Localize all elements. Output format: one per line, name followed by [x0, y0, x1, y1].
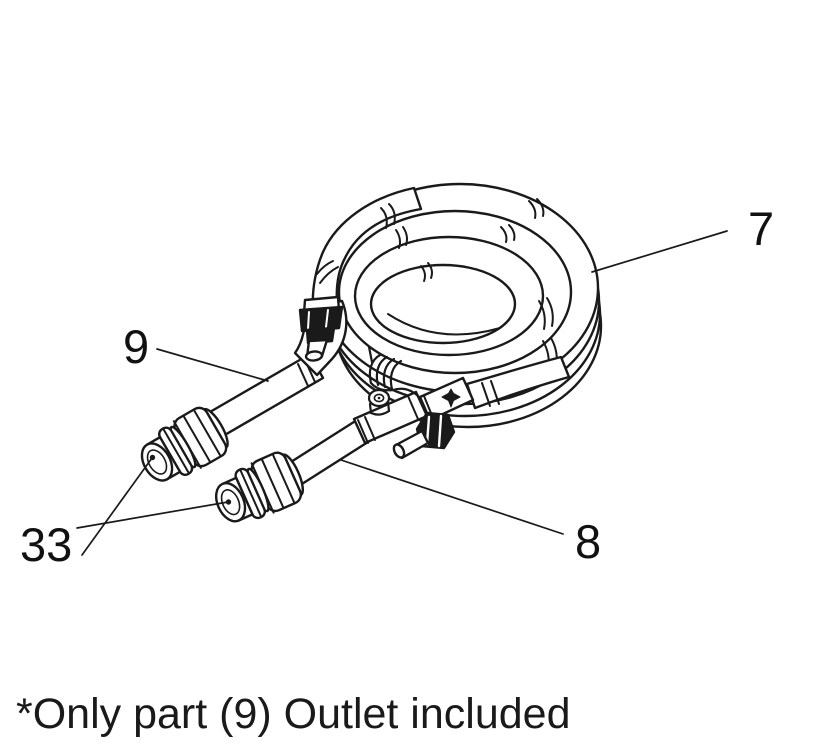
coupling-pipe-8	[214, 451, 304, 523]
leader-line-9	[156, 348, 269, 382]
flow-direction-mark	[441, 388, 461, 408]
hose-band	[465, 355, 571, 410]
coil-break-marks	[395, 198, 558, 372]
drawing-root: 7 9 8 33	[20, 182, 774, 571]
clamp-wire-pin	[367, 345, 374, 364]
coupling-face	[140, 442, 174, 482]
fitting-nut	[298, 305, 344, 333]
hose-clamp	[367, 345, 421, 416]
part-label-9: 9	[123, 320, 149, 373]
port-nozzle-tip	[392, 443, 406, 459]
leader-dot-33-lower	[225, 499, 232, 505]
coil-inner-descending-turn	[387, 313, 501, 336]
footnote-text: *Only part (9) Outlet included	[16, 690, 571, 738]
check-valve-fitting	[298, 295, 344, 362]
callouts	[76, 230, 728, 556]
part-label-7: 7	[748, 202, 774, 255]
outlet-port	[392, 411, 456, 460]
part-label-33: 33	[20, 518, 72, 571]
leader-line-8	[340, 459, 564, 535]
clamp-band	[391, 387, 421, 399]
label-texts: 7 9 8 33	[20, 202, 774, 571]
fitting-nozzle-tip	[304, 350, 324, 362]
leader-line-7	[591, 230, 728, 273]
leader-line-33-upper	[81, 457, 153, 556]
coil-exit-hose-bottom	[465, 355, 571, 410]
part-label-8: 8	[575, 515, 601, 568]
leader-dot-33-upper	[149, 454, 156, 461]
coil-center-opening	[369, 263, 517, 345]
leader-line-33-lower	[76, 501, 229, 529]
coupling-pipe-9	[140, 406, 229, 482]
